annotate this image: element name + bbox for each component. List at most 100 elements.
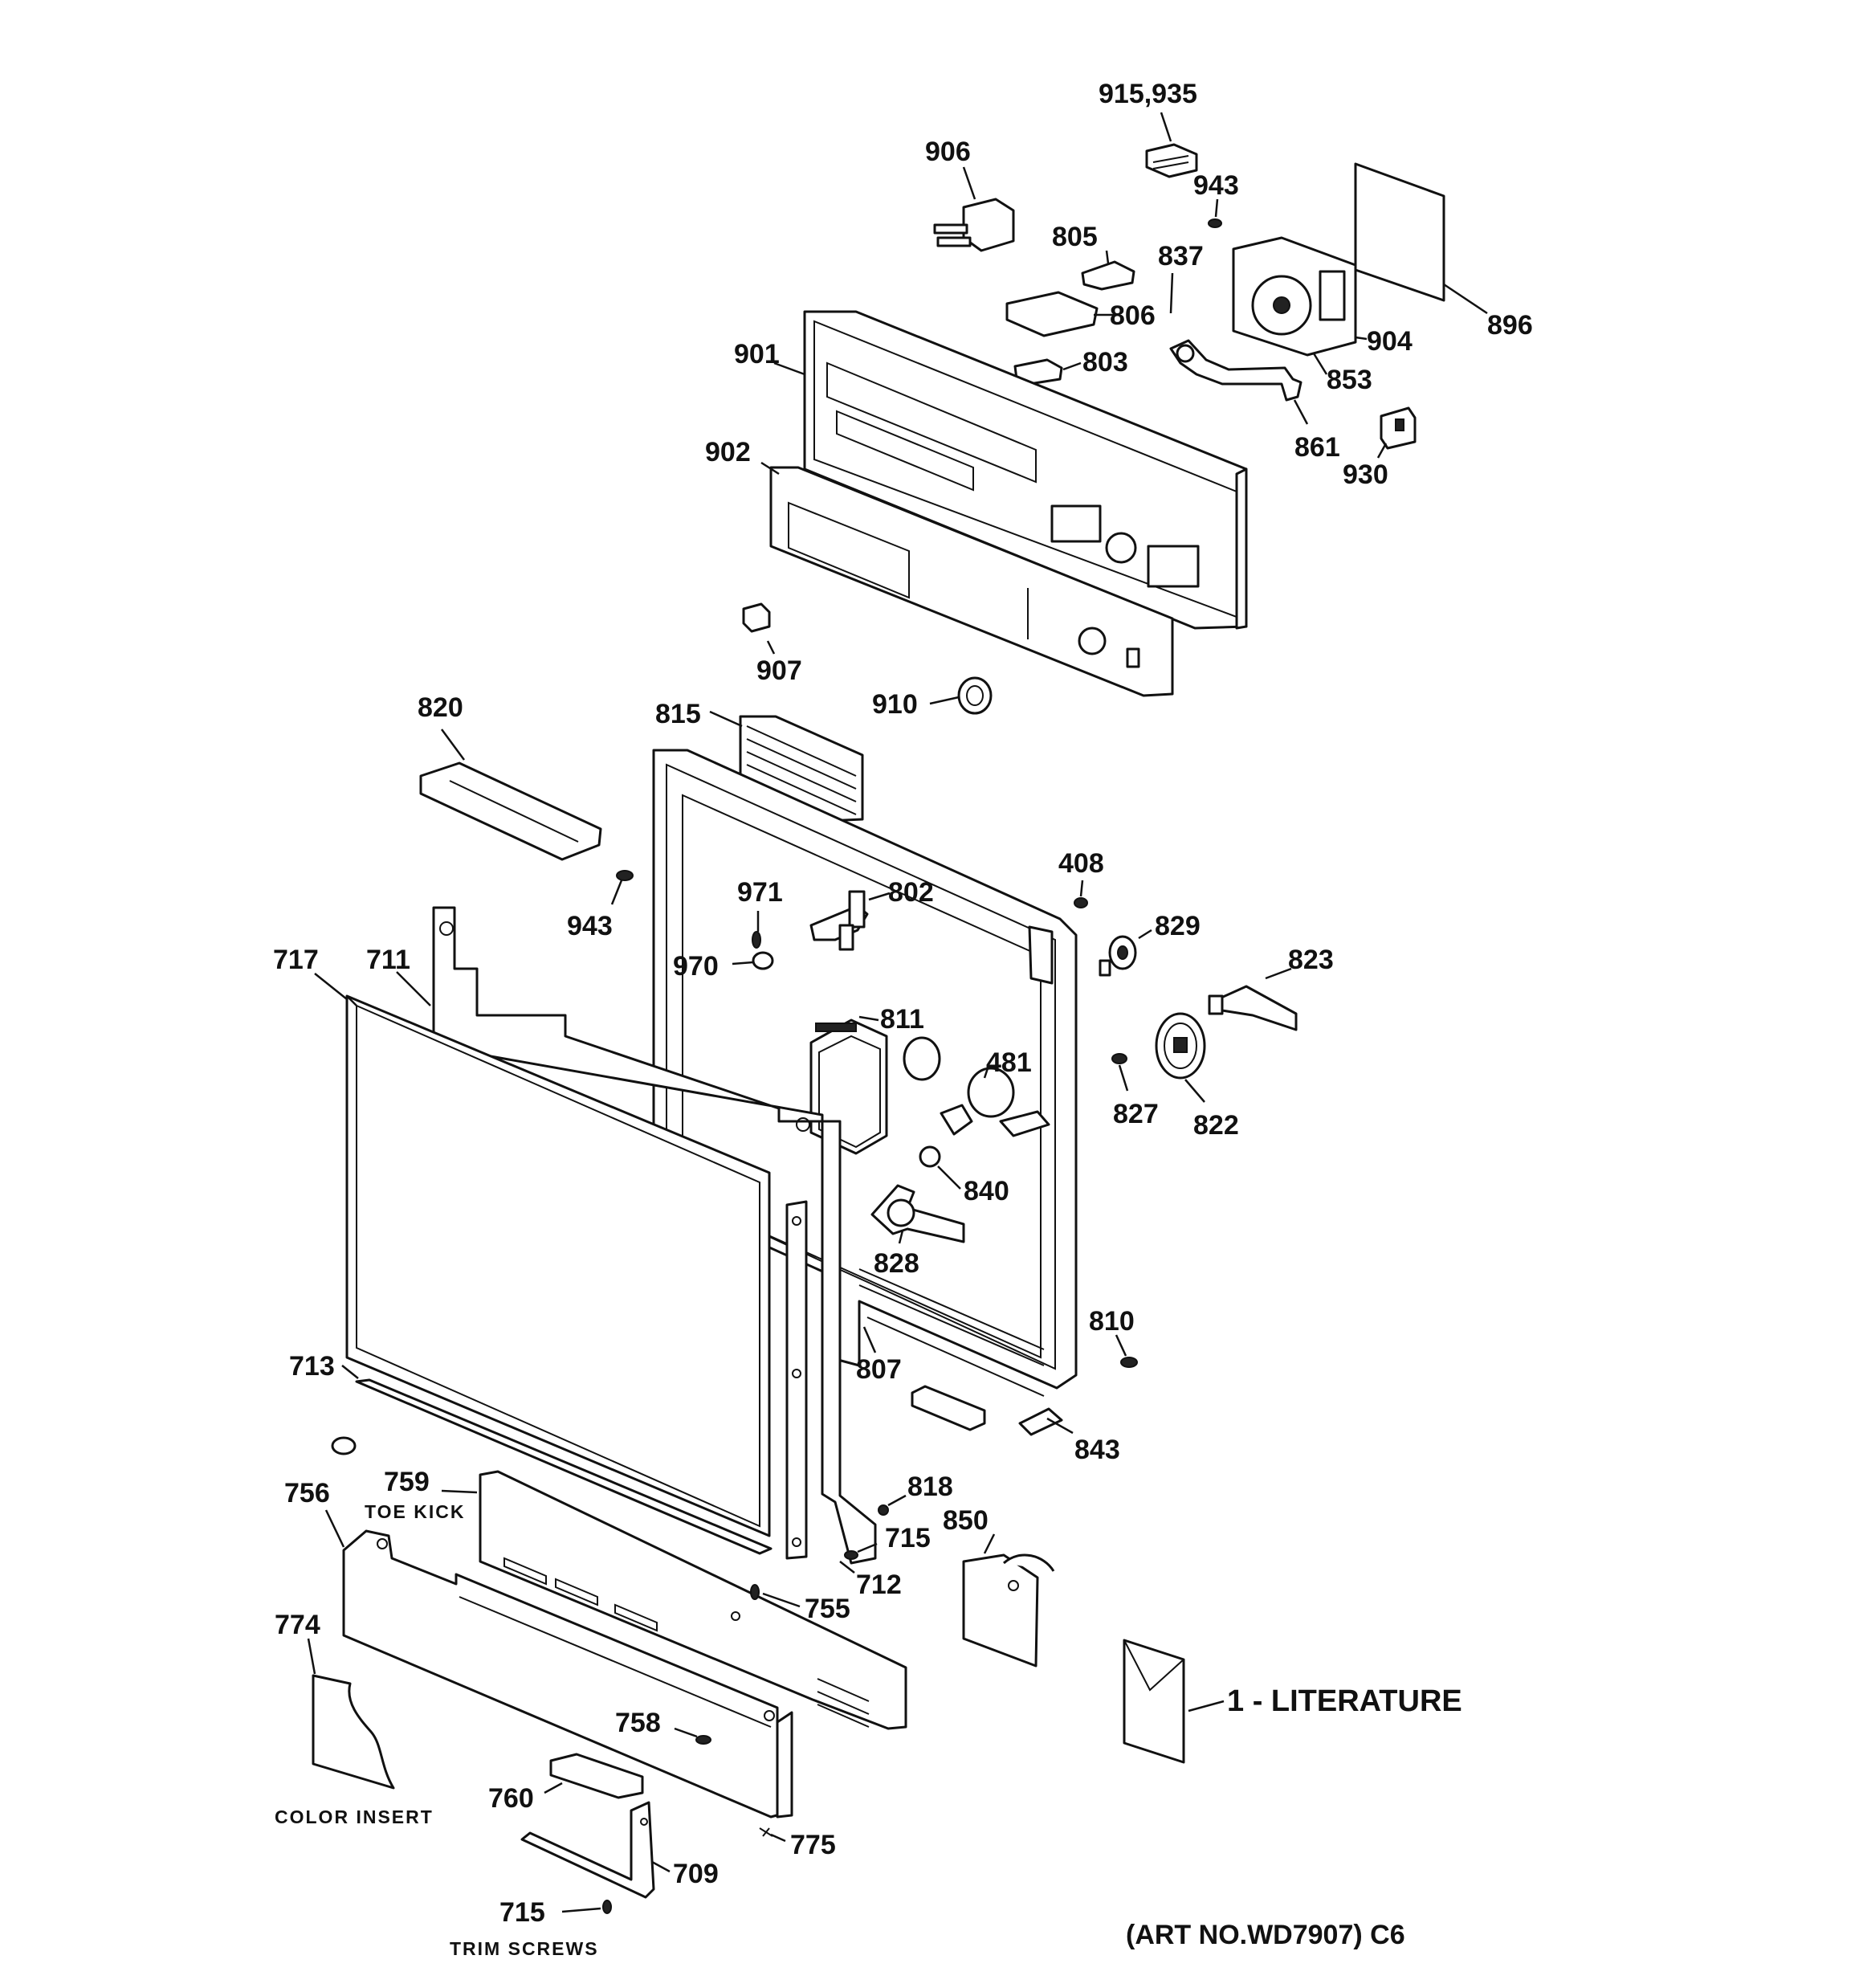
part-820-vent	[419, 761, 602, 861]
part-930-switch	[1380, 406, 1417, 450]
label-828: 828	[874, 1248, 919, 1279]
label-art-no: (ART NO.WD7907) C6	[1126, 1920, 1405, 1950]
label-color-insert: COLOR INSERT	[275, 1806, 434, 1827]
part-840-spring	[919, 1145, 941, 1168]
part-709-bracket	[520, 1801, 655, 1899]
label-802: 802	[888, 877, 934, 908]
label-literature: 1 - LITERATURE	[1227, 1684, 1462, 1718]
part-822-dial	[1155, 1012, 1206, 1080]
part-828-arm	[870, 1184, 965, 1243]
label-715-bottom: 715	[499, 1897, 545, 1928]
label-717: 717	[273, 945, 319, 975]
label-971: 971	[737, 877, 783, 908]
label-850: 850	[943, 1505, 989, 1536]
label-709: 709	[673, 1859, 719, 1889]
part-970-bumper	[752, 951, 774, 970]
part-758-screw	[695, 1735, 711, 1745]
label-811: 811	[880, 1004, 924, 1035]
label-915-935: 915,935	[1099, 79, 1197, 109]
part-756-bottom-panel	[342, 1529, 793, 1819]
part-907-button	[742, 602, 771, 633]
label-755: 755	[805, 1594, 850, 1624]
part-774-color-insert	[312, 1674, 395, 1790]
part-971-screw	[752, 931, 761, 949]
part-896-sheet	[1354, 162, 1445, 302]
part-481-mechanism	[903, 1036, 1050, 1137]
label-907: 907	[756, 655, 802, 686]
part-906-switch	[933, 198, 1015, 252]
part-713-bottom-trim	[355, 1378, 773, 1555]
label-943-mid: 943	[567, 911, 613, 941]
part-806-plate	[1005, 291, 1099, 337]
part-823-lever	[1208, 985, 1298, 1031]
label-902: 902	[705, 437, 751, 467]
label-906: 906	[925, 137, 971, 167]
label-843: 843	[1074, 1435, 1120, 1465]
literature-envelope	[1123, 1639, 1185, 1764]
label-815: 815	[655, 699, 701, 729]
part-810-screw	[1120, 1357, 1138, 1368]
label-408: 408	[1058, 848, 1104, 879]
part-904-timer	[1232, 236, 1357, 357]
label-713: 713	[289, 1351, 335, 1382]
label-trim-screws: TRIM SCREWS	[450, 1938, 599, 1959]
part-902-trim	[769, 466, 1174, 697]
label-943-top: 943	[1193, 170, 1239, 201]
part-901-control-panel	[803, 310, 1248, 630]
part-715-screw-mid	[844, 1550, 858, 1560]
part-943-screw	[1208, 218, 1222, 228]
label-829: 829	[1155, 911, 1201, 941]
label-827: 827	[1113, 1099, 1159, 1129]
label-896: 896	[1487, 310, 1533, 341]
label-775: 775	[790, 1830, 836, 1860]
label-758: 758	[615, 1708, 661, 1738]
label-805: 805	[1052, 222, 1098, 252]
part-910-knob	[957, 676, 993, 715]
label-806: 806	[1110, 300, 1156, 331]
label-930: 930	[1343, 459, 1388, 490]
label-901: 901	[734, 339, 780, 369]
part-labels: 915,935 906 943 805 837 806 896 904 901 …	[273, 79, 1533, 1959]
label-807: 807	[856, 1354, 902, 1385]
label-774: 774	[275, 1610, 320, 1640]
part-843-strip	[1018, 1407, 1063, 1436]
label-822: 822	[1193, 1110, 1239, 1141]
part-861-link	[1169, 339, 1302, 402]
label-910: 910	[872, 689, 918, 720]
door-side-rail	[785, 1200, 808, 1560]
label-760: 760	[488, 1783, 534, 1814]
label-970: 970	[673, 951, 719, 982]
label-861: 861	[1294, 432, 1340, 463]
label-715-mid: 715	[885, 1523, 931, 1553]
label-toe-kick: TOE KICK	[365, 1501, 465, 1522]
label-756: 756	[284, 1478, 330, 1508]
part-943-screw-mid	[616, 870, 634, 881]
part-755-screw	[750, 1584, 760, 1600]
part-802-latch	[809, 890, 869, 951]
label-481: 481	[986, 1047, 1032, 1078]
part-715-trim-screw	[602, 1900, 612, 1914]
label-712: 712	[856, 1570, 902, 1600]
part-760-bracket	[549, 1753, 644, 1799]
label-810: 810	[1089, 1306, 1135, 1337]
part-717-door-panel	[345, 994, 771, 1537]
label-818: 818	[907, 1472, 953, 1502]
label-820: 820	[418, 692, 463, 723]
part-711-liner	[432, 906, 877, 1565]
label-837: 837	[1158, 241, 1204, 271]
part-408-screw	[1074, 897, 1088, 908]
part-818-screw	[878, 1504, 889, 1516]
label-853: 853	[1327, 365, 1372, 395]
part-759-toe-kick	[479, 1470, 907, 1730]
label-823: 823	[1288, 945, 1334, 975]
part-807-bar	[911, 1385, 986, 1431]
part-829-cap	[1099, 935, 1137, 977]
label-840: 840	[964, 1176, 1009, 1206]
part-775-screw	[759, 1827, 773, 1837]
part-ring	[331, 1436, 357, 1455]
label-711: 711	[366, 945, 410, 975]
label-803: 803	[1082, 347, 1128, 378]
part-827-screw	[1111, 1053, 1127, 1064]
label-904: 904	[1367, 326, 1413, 357]
